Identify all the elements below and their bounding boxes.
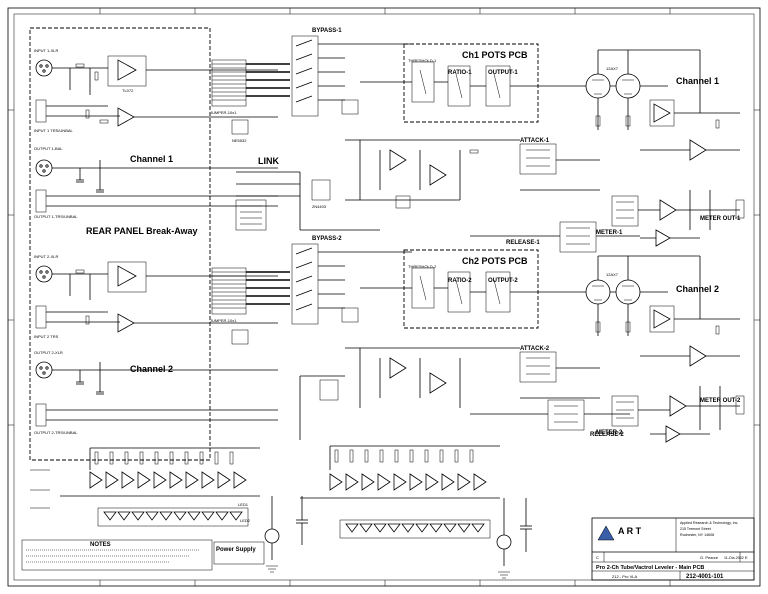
output-2-trs-label: OUTPUT 2-TRS/UNBAL — [34, 430, 78, 435]
led-ladder-1 — [30, 447, 260, 527]
io-labels: INPUT 1-XLR INPUT 1 TRS/UNBAL OUTPUT 1-B… — [34, 48, 78, 435]
attack-1-label: ATTACK-1 — [520, 138, 550, 144]
company-city: Rochester, NY 14608 — [680, 533, 714, 537]
logo-text: A R T — [618, 526, 642, 536]
channel-1-label: Channel 1 — [130, 154, 173, 164]
attack-1-circuit — [345, 139, 600, 209]
channel-2-label: Channel 2 — [130, 364, 173, 374]
meter-out-1-label: METER OUT-1 — [700, 216, 741, 222]
ch2-pots-pcb — [360, 249, 560, 329]
opamp-b-label: NE5532 — [232, 138, 247, 143]
threshold-2-label: THRESHOLD-2 — [408, 264, 437, 269]
jumper-connector-2 — [205, 267, 290, 421]
release-1-label: RELEASE-1 — [506, 240, 540, 246]
meter-out-2-label: METER OUT-2 — [700, 398, 741, 404]
revision: E — [745, 555, 748, 560]
led-1-label: LED1 — [238, 502, 249, 507]
output-2-label: OUTPUT-2 — [488, 278, 518, 284]
channel-1-right-label: Channel 1 — [676, 76, 719, 86]
output-amps — [640, 50, 740, 367]
led-2-label: LED2 — [240, 518, 251, 523]
output-1-trs-label: OUTPUT 1-TRS/UNBAL — [34, 214, 78, 219]
tube-stage-1 — [560, 49, 700, 130]
channel-2-right-label: Channel 2 — [676, 284, 719, 294]
threshold-1-label: THRESHOLD-1 — [408, 58, 437, 63]
output-2-xlr-label: OUTPUT 2-XLR — [34, 350, 63, 355]
meter-2-circuit — [611, 386, 745, 443]
jumper-connector-1 — [205, 59, 290, 207]
rear-panel-region — [29, 27, 211, 461]
ratio-2-label: RATIO-2 — [448, 278, 472, 284]
opamp-a-label: TL072 — [122, 88, 134, 93]
input-2-xlr-label: INPUT 2-XLR — [34, 254, 58, 259]
bypass-1-label: BYPASS-1 — [312, 28, 342, 34]
power-supply-label: Power Supply — [216, 547, 256, 553]
component-labels: 12AX7 12AX7 TL072 NE5532 JUMPER-10x1 JUM… — [122, 66, 619, 523]
bypass-2-label: BYPASS-2 — [312, 236, 342, 242]
meter-1-circuit — [611, 190, 745, 247]
attack-2-circuit — [299, 347, 600, 440]
bottom-transistor-stages — [264, 496, 532, 579]
release-1-circuit — [470, 221, 640, 253]
title-block — [591, 517, 755, 581]
release-2-label: RELEASE-2 — [590, 432, 624, 438]
tube-1-label: 12AX7 — [606, 66, 619, 71]
ratio-1-label: RATIO-1 — [448, 70, 472, 76]
output-2-section — [35, 361, 205, 427]
output-1-label: OUTPUT-1 — [488, 70, 518, 76]
sheet-size: C — [596, 555, 599, 560]
rear-panel-label: REAR PANEL Break-Away — [86, 226, 198, 236]
company-address: 215 Tremont Street — [680, 527, 711, 531]
ch1-pots-pcb — [360, 43, 560, 123]
input-1-section — [35, 55, 205, 127]
notes-label: NOTES — [90, 542, 111, 548]
ch2-pots-label: Ch2 POTS PCB — [462, 256, 528, 266]
link-circuit — [231, 119, 380, 345]
bypass-1-switches — [291, 35, 360, 117]
output-1-bal-label: OUTPUT 1-BAL — [34, 146, 63, 151]
transistor-label: 2N4403 — [312, 204, 327, 209]
ch1-pots-label: Ch1 POTS PCB — [462, 50, 528, 60]
document-number: 212-4001-101 — [686, 574, 724, 580]
drawing-title: Pro 2-Ch Tube/Vactrol Leveler - Main PCB — [596, 565, 704, 571]
designer-name: G. Pearce — [700, 555, 719, 560]
notes-box — [21, 539, 213, 571]
release-2-circuit — [470, 399, 630, 431]
input-1-trs-label: INPUT 1 TRS/UNBAL — [34, 128, 74, 133]
meter-1-label: METER-1 — [596, 230, 623, 236]
bypass-2-switches — [291, 243, 360, 325]
jumper-2-label: JUMPER-10x1 — [210, 318, 237, 323]
led-ladder-2 — [300, 445, 500, 539]
input-2-section — [35, 261, 205, 333]
meter-2-label: METER-2 — [596, 430, 623, 436]
company-name: Applied Research & Technology, Inc. — [680, 521, 738, 525]
output-1-section — [35, 159, 205, 213]
link-label: LINK — [258, 156, 279, 166]
input-1-xlr-label: INPUT 1-XLR — [34, 48, 58, 53]
power-supply-box — [213, 541, 265, 565]
tube-stage-2 — [560, 255, 700, 336]
title-block-text: A R T Applied Research & Technology, Inc… — [596, 521, 748, 580]
tube-2-label: 12AX7 — [606, 272, 619, 277]
drawing-date: 11-Oct-2002 — [724, 556, 744, 560]
sheet-border — [7, 7, 761, 587]
attack-2-label: ATTACK-2 — [520, 346, 550, 352]
input-2-trs-label: INPUT 2 TRS — [34, 334, 59, 339]
model-name: 212 - Pro VLA — [612, 574, 637, 579]
jumper-1-label: JUMPER-10x1 — [210, 110, 237, 115]
block-labels: Channel 1 Channel 2 Channel 1 Channel 2 … — [86, 28, 741, 553]
